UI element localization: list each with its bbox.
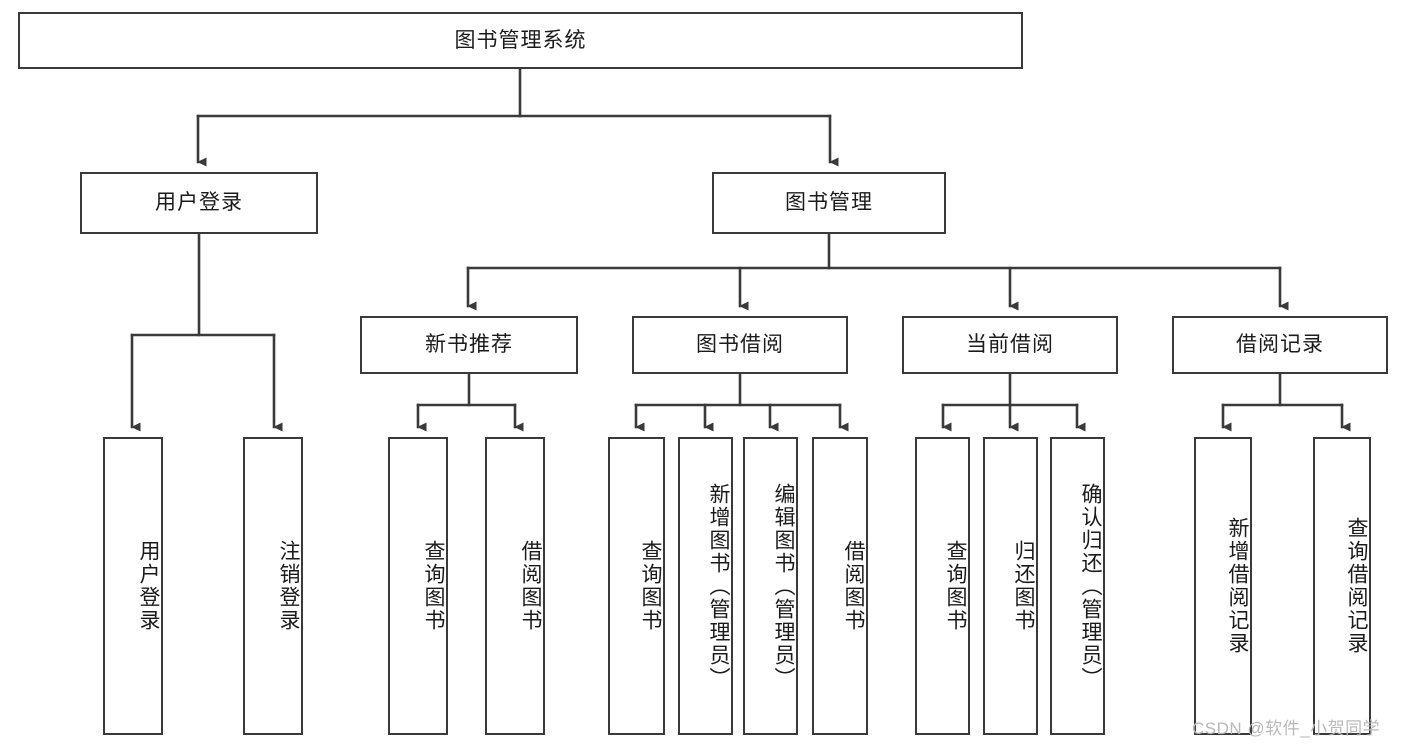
node-leaf-edit-book-admin[interactable]: 编辑图书（管理员） bbox=[743, 437, 798, 735]
node-label: 注销登录 bbox=[277, 540, 300, 632]
node-borrow-record[interactable]: 借阅记录 bbox=[1172, 316, 1388, 374]
node-label: 编辑图书（管理员） bbox=[772, 482, 795, 690]
node-label: 查询图书 bbox=[422, 540, 445, 632]
node-label: 当前借阅 bbox=[966, 333, 1054, 357]
node-label: 借阅记录 bbox=[1236, 333, 1324, 357]
node-label: 查询借阅记录 bbox=[1345, 517, 1368, 655]
node-leaf-add-book-admin[interactable]: 新增图书（管理员） bbox=[678, 437, 733, 735]
node-label: 确认归还（管理员） bbox=[1079, 482, 1102, 690]
node-label: 图书管理系统 bbox=[454, 28, 587, 52]
node-leaf-query-book-borrow[interactable]: 查询图书 bbox=[608, 437, 665, 735]
node-new-book-recommend[interactable]: 新书推荐 bbox=[360, 316, 578, 374]
node-leaf-query-borrow-record[interactable]: 查询借阅记录 bbox=[1313, 437, 1371, 735]
node-label: 借阅图书 bbox=[519, 540, 542, 632]
node-label: 用户登录 bbox=[155, 191, 243, 215]
node-library-system[interactable]: 图书管理系统 bbox=[18, 12, 1023, 69]
node-user-login[interactable]: 用户登录 bbox=[80, 172, 318, 234]
node-leaf-user-login[interactable]: 用户登录 bbox=[103, 437, 163, 735]
node-leaf-borrow-book[interactable]: 借阅图书 bbox=[812, 437, 868, 735]
node-leaf-query-book-recommend[interactable]: 查询图书 bbox=[388, 437, 448, 735]
node-book-borrow[interactable]: 图书借阅 bbox=[632, 316, 848, 374]
node-label: 用户登录 bbox=[137, 540, 160, 632]
node-label: 归还图书 bbox=[1012, 540, 1035, 632]
csdn-watermark: CSDN @软件_小贺同学 bbox=[1192, 719, 1381, 738]
node-leaf-query-book-current[interactable]: 查询图书 bbox=[915, 437, 970, 735]
node-current-borrow[interactable]: 当前借阅 bbox=[902, 316, 1118, 374]
node-label: 图书借阅 bbox=[696, 333, 784, 357]
node-label: 新增借阅记录 bbox=[1226, 517, 1249, 655]
node-label: 新书推荐 bbox=[425, 333, 513, 357]
node-leaf-confirm-return-admin[interactable]: 确认归还（管理员） bbox=[1050, 437, 1105, 735]
node-leaf-borrow-book-recommend[interactable]: 借阅图书 bbox=[485, 437, 545, 735]
node-book-management[interactable]: 图书管理 bbox=[712, 172, 946, 234]
node-leaf-add-borrow-record[interactable]: 新增借阅记录 bbox=[1194, 437, 1252, 735]
node-leaf-logout[interactable]: 注销登录 bbox=[243, 437, 303, 735]
node-label: 查询图书 bbox=[639, 540, 662, 632]
node-label: 图书管理 bbox=[785, 191, 873, 215]
node-label: 查询图书 bbox=[944, 540, 967, 632]
node-label: 借阅图书 bbox=[842, 540, 865, 632]
node-leaf-return-book[interactable]: 归还图书 bbox=[983, 437, 1038, 735]
node-label: 新增图书（管理员） bbox=[707, 482, 730, 690]
